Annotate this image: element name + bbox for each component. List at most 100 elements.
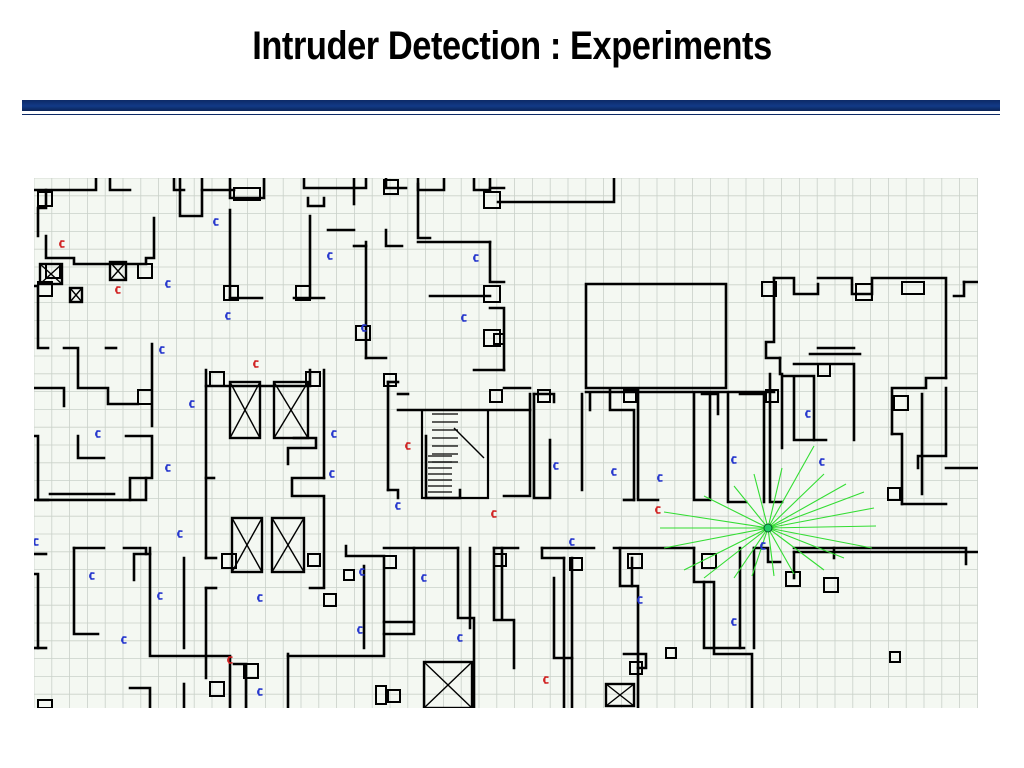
fixture-box (209, 681, 225, 697)
wall-segment (306, 196, 326, 208)
wall-segment (290, 476, 326, 590)
fixture-box (889, 651, 901, 663)
wall-segment (62, 346, 140, 406)
wall-segment (384, 178, 408, 190)
sensor-node-icon (543, 676, 549, 684)
sensor-node-icon (611, 468, 617, 476)
detection-ray (663, 527, 769, 549)
sensor-node-icon (637, 596, 643, 604)
wall-segment (36, 188, 48, 238)
sensor-node-icon (421, 574, 427, 582)
sensor-node-icon (457, 634, 463, 642)
detection-ray (663, 511, 769, 529)
detection-ray (767, 483, 847, 529)
fixture-box (627, 553, 643, 569)
sensor-node-icon (225, 312, 231, 320)
sensor-node-icon (257, 594, 263, 602)
elevator-cross (423, 661, 473, 708)
wall-segment (416, 182, 432, 240)
sensor-node-icon (491, 510, 497, 518)
elevator-cross (605, 683, 635, 707)
wall-segment (636, 388, 660, 502)
fixture-box (665, 647, 677, 659)
stair-rail (453, 427, 485, 459)
wall-segment (472, 178, 492, 192)
wall-segment (768, 372, 784, 504)
elevator-box (272, 380, 310, 440)
fixture-box (209, 371, 225, 387)
sensor-node-icon (359, 568, 365, 576)
slide-title: Intruder Detection : Experiments (252, 24, 772, 68)
sensor-node-icon (395, 502, 401, 510)
sensor-node-icon (165, 280, 171, 288)
sensor-node-icon (405, 442, 411, 450)
elevator-box (230, 516, 264, 574)
intruder-marker-icon (763, 523, 773, 533)
elevator-box (38, 262, 64, 286)
detection-ray (751, 527, 769, 577)
fixture-box (221, 553, 237, 569)
wall-segment (302, 178, 368, 190)
detection-ray (767, 527, 845, 559)
sensor-node-icon (177, 530, 183, 538)
sensor-node-icon (357, 626, 363, 634)
sensor-node-icon (819, 458, 825, 466)
sensor-node-icon (553, 462, 559, 470)
elevator-box (604, 682, 636, 708)
fixture-box (305, 371, 321, 387)
fixture-box (295, 285, 311, 301)
detection-ray (733, 527, 769, 579)
elevator-box (270, 516, 306, 574)
fixture-box (323, 593, 337, 607)
wall-segment (792, 376, 828, 442)
wall-segment (124, 434, 154, 502)
fixture-box (483, 285, 501, 303)
sensor-node-icon (89, 572, 95, 580)
wall-segment (890, 376, 948, 436)
wall-segment (916, 386, 948, 470)
detection-ray (767, 473, 825, 529)
map-background (34, 178, 978, 708)
fixture-box (489, 389, 503, 403)
sensor-node-icon (253, 360, 259, 368)
elevator-box (422, 660, 474, 708)
detection-ray (767, 507, 875, 529)
sensor-node-icon (473, 254, 479, 262)
elevator-box (228, 380, 262, 440)
elevator-cross (231, 517, 263, 573)
fixture-box (37, 699, 53, 708)
fixture-box (307, 553, 321, 567)
fixture-box (243, 663, 259, 679)
wall-segment (416, 178, 446, 192)
wall-segment (738, 392, 766, 504)
wall-segment (618, 546, 640, 708)
sensor-node-icon (257, 688, 263, 696)
wall-segment (532, 392, 552, 500)
elevator-cross (229, 381, 261, 439)
detection-ray (767, 527, 795, 575)
fixture-box (761, 281, 777, 297)
wall-segment (108, 178, 132, 192)
detection-ray (767, 527, 873, 549)
wall-segment (488, 240, 506, 284)
detection-ray (767, 527, 775, 577)
wall-segment (540, 546, 566, 560)
fixture-box (383, 179, 399, 195)
wall-segment (132, 552, 152, 582)
elevator-cross (69, 287, 83, 303)
fixture-box (629, 661, 643, 675)
sensor-node-icon (115, 286, 121, 294)
sensor-node-icon (731, 618, 737, 626)
sensor-node-icon (213, 218, 219, 226)
sensor-node-icon (569, 538, 575, 546)
fixture-box (233, 187, 261, 201)
fixture-box (569, 557, 583, 571)
map-grid (34, 178, 978, 708)
elevator-box (68, 286, 84, 304)
sensor-node-icon (59, 240, 65, 248)
wall-segment (34, 284, 50, 350)
detection-ray (753, 473, 769, 529)
sensor-node-icon (165, 464, 171, 472)
sensor-node-icon (731, 456, 737, 464)
wall-segment (792, 362, 856, 442)
